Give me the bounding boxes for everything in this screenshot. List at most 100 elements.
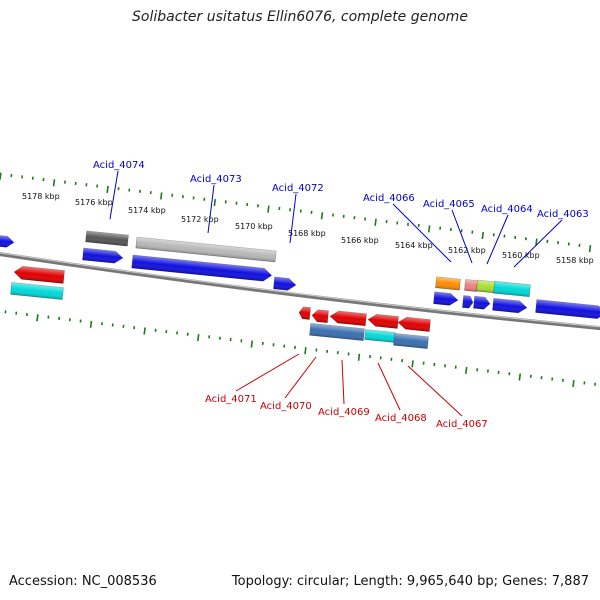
ruler-tick-lower (411, 360, 414, 368)
gene-arrow-shade (273, 276, 296, 291)
gene-arrow (0, 234, 15, 248)
gene-features (0, 230, 600, 349)
gene-arrow (462, 295, 474, 309)
ruler-tick-lower (197, 333, 200, 342)
gene-arrow (367, 314, 399, 329)
plus-gene-leader-line (486, 214, 509, 265)
genome-backbone (0, 252, 600, 331)
gene-box-shade (435, 276, 461, 291)
tick-label: 5158 kbp (556, 256, 594, 265)
ruler-tick-upper (481, 231, 485, 240)
minus-gene-label: Acid_4067 (436, 419, 488, 430)
gene-arrow (535, 299, 600, 319)
gene-box-shade (309, 323, 365, 341)
ruler-tick-upper (52, 179, 56, 187)
gene-arrow-shade (14, 266, 65, 284)
gene-box (135, 236, 277, 263)
minus-gene-label: Acid_4070 (260, 401, 312, 412)
gene-box (464, 279, 478, 292)
ruler-tick-upper (374, 218, 377, 226)
ruler-tick-upper (320, 212, 324, 220)
gene-arrow (329, 310, 367, 327)
gene-arrow (397, 316, 431, 332)
gene-box (85, 230, 129, 247)
minus-gene-leader-line (235, 353, 300, 392)
gene-arrow-shade (312, 309, 329, 323)
plus-gene-leader-line (207, 184, 215, 234)
gene-arrow (311, 309, 329, 324)
plus-gene-label: Acid_4072 (272, 183, 324, 194)
minus-gene-label: Acid_4071 (205, 394, 257, 405)
gene-arrow-shade (368, 314, 399, 329)
gene-arrow-shade (131, 255, 272, 282)
gene-labels: Acid_4074Acid_4073Acid_4072Acid_4066Acid… (93, 160, 589, 430)
ruler-tick-upper (535, 238, 538, 246)
tick-label: 5170 kbp (235, 222, 273, 231)
gene-arrow (131, 254, 273, 282)
minus-gene-label: Acid_4069 (318, 407, 370, 418)
gene-box-shade (476, 280, 496, 293)
ruler-tick-lower (518, 373, 522, 381)
plus-gene-label: Acid_4073 (190, 174, 242, 185)
minus-gene-leader-line (377, 362, 401, 411)
tick-label: 5164 kbp (395, 241, 433, 250)
gene-arrow-shade (82, 248, 123, 264)
tick-label: 5160 kbp (502, 251, 540, 260)
minus-gene-leader-line (341, 359, 345, 405)
backbone-highlight (0, 252, 600, 328)
gene-box (393, 333, 429, 349)
gene-arrow (492, 298, 528, 314)
ruler-tick-lower (464, 366, 468, 375)
ruler-tick-lower (250, 340, 254, 348)
plus-gene-label: Acid_4064 (481, 204, 533, 215)
gene-box-shade (393, 333, 429, 349)
gene-arrow-shade (330, 311, 367, 326)
gene-arrow-shade (492, 298, 527, 313)
backbone-line (0, 252, 600, 331)
gene-box-shade (493, 281, 531, 297)
plus-gene-leader-line (392, 203, 452, 263)
gene-arrow (433, 291, 459, 306)
tick-label: 5172 kbp (181, 215, 219, 224)
plus-gene-label: Acid_4063 (537, 209, 589, 220)
gene-box (10, 282, 64, 300)
gene-arrow (13, 266, 65, 284)
ruler-tick-lower (357, 353, 361, 361)
gene-arrow-shade (0, 235, 14, 248)
gene-arrow (82, 247, 124, 264)
gene-box-shade (10, 282, 64, 300)
gene-arrow-shade (299, 306, 311, 320)
accession-text: Accession: NC_008536 (9, 574, 157, 589)
page-title: Solibacter usitatus Ellin6076, complete … (132, 9, 468, 25)
gene-arrow-shade (398, 317, 431, 332)
ruler-tick-upper (588, 245, 592, 253)
plus-gene-leader-line (451, 209, 473, 264)
ruler-tick-upper (213, 198, 217, 207)
minus-gene-leader-line (284, 356, 317, 399)
gene-arrow (473, 295, 491, 310)
tick-label: 5166 kbp (341, 236, 379, 245)
ruler-tick-upper (159, 192, 163, 200)
gene-box-shade (464, 279, 478, 292)
gene-box (476, 279, 496, 294)
minus-gene-label: Acid_4068 (375, 413, 427, 424)
gene-arrow (298, 306, 311, 320)
ruler-tick-lower (304, 347, 307, 355)
gene-arrow-shade (462, 295, 473, 309)
gene-box-shade (85, 230, 129, 247)
ruler-tick-lower (89, 320, 93, 328)
gene-box-shade (135, 237, 277, 262)
plus-gene-label: Acid_4074 (93, 160, 145, 171)
plus-gene-label: Acid_4065 (423, 199, 475, 210)
gene-arrow (273, 276, 297, 291)
tick-label: 5178 kbp (22, 192, 60, 201)
ruler-tick-upper (106, 185, 109, 193)
ruler-tick-lower (143, 327, 146, 335)
gene-box-shade (364, 329, 396, 343)
plus-gene-leader-line (289, 193, 297, 244)
gene-arrow-shade (473, 296, 490, 310)
tick-label: 5174 kbp (128, 206, 166, 215)
ruler-tick-upper (267, 205, 270, 213)
gene-arrow-shade (433, 291, 458, 306)
